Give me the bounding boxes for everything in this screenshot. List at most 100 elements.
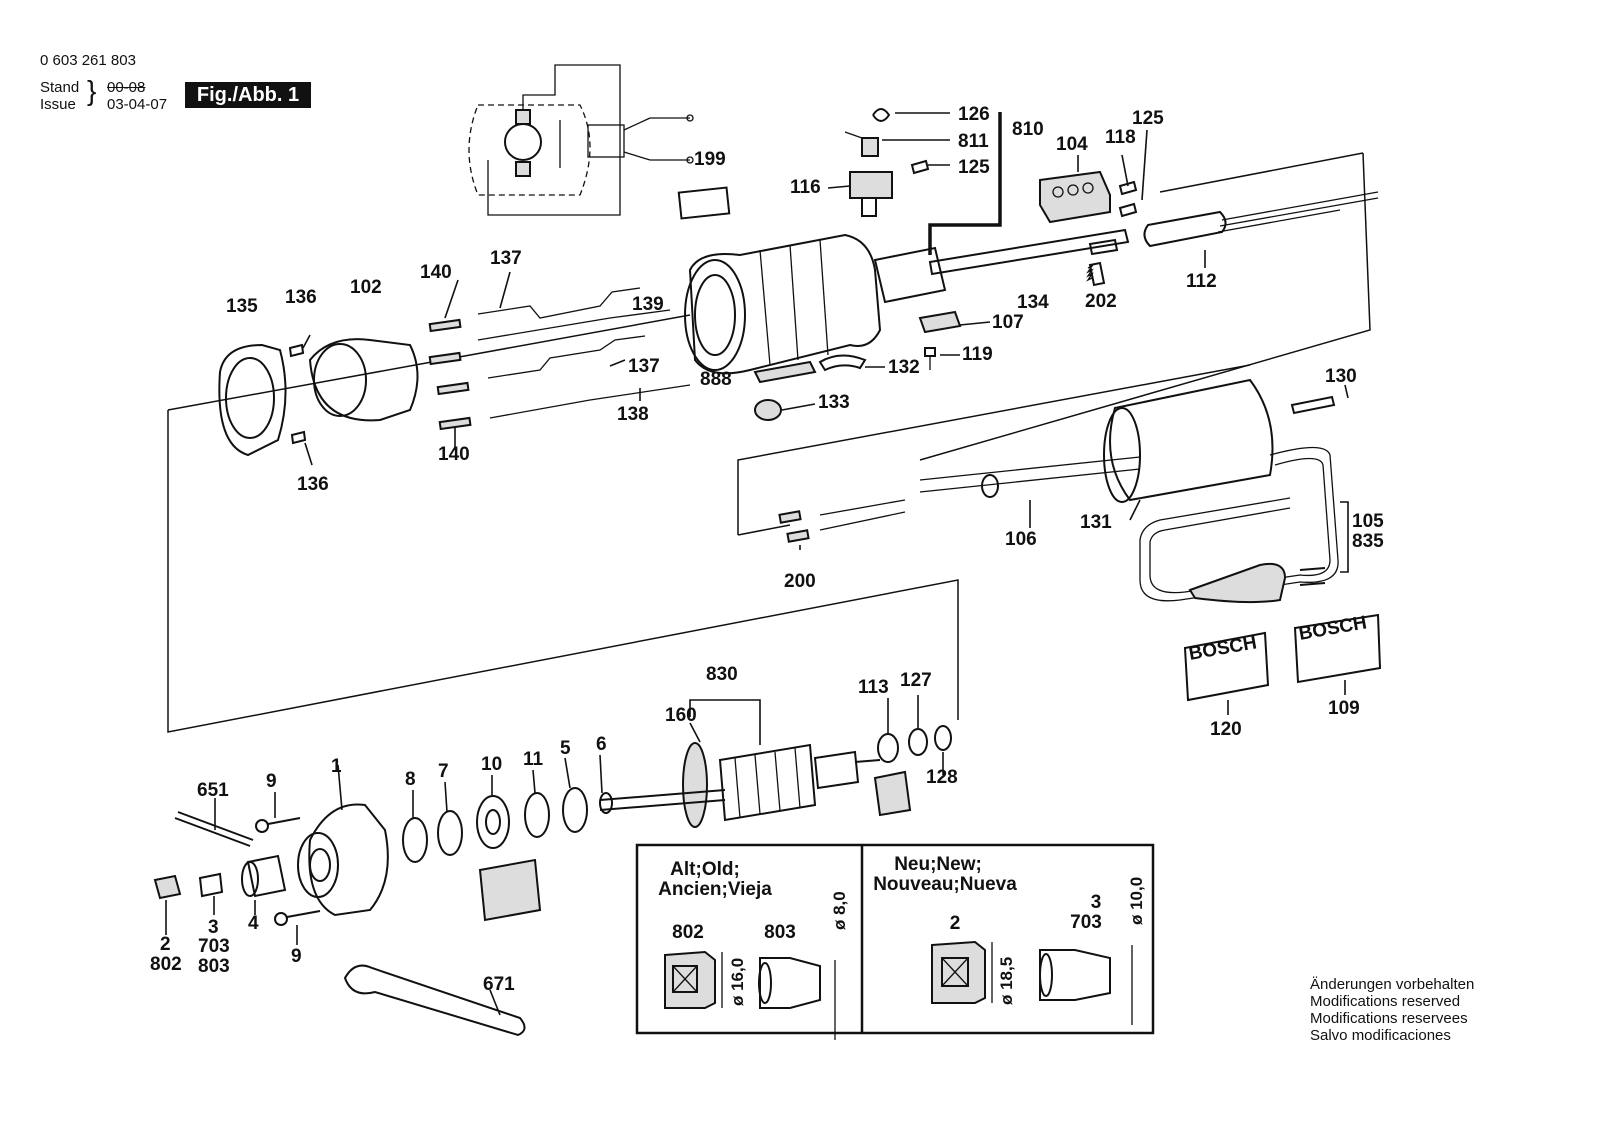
- callout-651: 651: [197, 780, 229, 801]
- callout-7: 7: [438, 761, 449, 782]
- callout-4: 4: [248, 913, 259, 934]
- callout-126: 126: [958, 104, 990, 125]
- callout-11: 11: [523, 749, 544, 770]
- callout-671: 671: [483, 974, 515, 995]
- callout-703: 703: [198, 936, 230, 957]
- armature-830: [599, 695, 952, 828]
- callout-105: 105: [1352, 511, 1384, 532]
- callout-199: 199: [694, 149, 726, 170]
- callout-160: 160: [665, 705, 697, 726]
- part-number: 0 603 261 803: [40, 52, 136, 69]
- old-dim-b: ø 8,0: [830, 891, 849, 930]
- callout-136a: 136: [285, 287, 317, 308]
- callout-136b: 136: [297, 474, 329, 495]
- field-and-brush-parts: [218, 271, 691, 466]
- callout-9a: 9: [266, 771, 277, 792]
- callout-107: 107: [992, 312, 1024, 333]
- callout-137a: 137: [490, 248, 522, 269]
- cover-112: [1143, 191, 1379, 268]
- new-part-b-2: 703: [1070, 912, 1102, 933]
- callout-137b: 137: [628, 356, 660, 377]
- note-line-4: Salvo modificaciones: [1310, 1027, 1451, 1044]
- callout-128: 128: [926, 767, 958, 788]
- callout-200: 200: [784, 571, 816, 592]
- callout-102: 102: [350, 277, 382, 298]
- terminal-block-104: [1039, 129, 1148, 224]
- callout-125b: 125: [1132, 108, 1164, 129]
- callout-803: 803: [198, 956, 230, 977]
- callout-118: 118: [1105, 127, 1136, 148]
- fasteners-and-tools: [153, 792, 526, 1037]
- power-cord-105: [1139, 446, 1349, 604]
- callout-8: 8: [405, 769, 416, 790]
- callout-9b: 9: [291, 946, 302, 967]
- new-part-a: 2: [950, 913, 961, 934]
- old-date: 00-08: [107, 79, 146, 96]
- wiring-schematic: [468, 64, 694, 216]
- callout-2: 2: [160, 934, 171, 955]
- brand-label-left: BOSCH: [1187, 632, 1258, 665]
- callout-104: 104: [1056, 134, 1088, 155]
- callout-138: 138: [617, 404, 649, 425]
- small-parts-under-housing: [753, 310, 991, 421]
- new-dim-b: ø 10,0: [1127, 877, 1146, 925]
- callout-140a: 140: [420, 262, 452, 283]
- callout-1: 1: [331, 756, 342, 777]
- callout-134: 134: [1017, 292, 1049, 313]
- brace-icon: }: [87, 75, 97, 106]
- new-title-1: Neu;New;: [894, 854, 982, 875]
- callout-106: 106: [1005, 529, 1037, 550]
- collet-comparison-inset: Alt;Old; Ancien;Vieja Neu;New; Nouveau;N…: [635, 843, 1155, 1040]
- callout-112: 112: [1186, 271, 1217, 292]
- callout-125a: 125: [958, 157, 990, 178]
- callout-119: 119: [962, 344, 993, 365]
- callout-810: 810: [1012, 119, 1044, 140]
- issue-date: 03-04-07: [107, 96, 168, 113]
- note-line-2: Modifications reserved: [1310, 993, 1461, 1010]
- callout-830: 830: [706, 664, 738, 685]
- new-dim-a: ø 18,5: [997, 957, 1016, 1005]
- old-title-1: Alt;Old;: [670, 859, 740, 880]
- callout-835: 835: [1352, 531, 1384, 552]
- callout-5: 5: [560, 738, 571, 759]
- callout-130: 130: [1325, 366, 1357, 387]
- figure-badge: Fig./Abb. 1: [185, 82, 311, 108]
- new-part-b-1: 3: [1091, 892, 1102, 913]
- stand-label: Stand: [40, 79, 80, 96]
- callout-811: 811: [958, 131, 989, 152]
- old-title-2: Ancien;Vieja: [658, 879, 772, 900]
- callout-116: 116: [790, 177, 821, 198]
- callout-3: 3: [208, 917, 219, 938]
- callout-802: 802: [150, 954, 182, 975]
- new-title-2: Nouveau;Nueva: [873, 874, 1017, 895]
- old-part-b: 803: [764, 922, 796, 943]
- callout-888: 888: [700, 369, 732, 390]
- callout-140b: 140: [438, 444, 470, 465]
- issue-label: Issue: [40, 96, 76, 113]
- old-part-a: 802: [672, 922, 704, 943]
- callout-10: 10: [481, 754, 502, 775]
- callout-202: 202: [1085, 291, 1117, 312]
- brand-label-right: BOSCH: [1297, 612, 1368, 645]
- callout-120: 120: [1210, 719, 1242, 740]
- callout-139: 139: [632, 294, 664, 315]
- switch-assembly: [827, 108, 1002, 255]
- callout-133: 133: [818, 392, 850, 413]
- label-plate-199: [677, 186, 731, 220]
- motor-housing: [684, 228, 1130, 375]
- fan-tube-cable-parts: [778, 378, 1349, 550]
- note-line-1: Änderungen vorbehalten: [1310, 976, 1475, 993]
- front-end-parts: [241, 754, 613, 922]
- callout-113: 113: [858, 677, 889, 698]
- old-dim-a: ø 16,0: [728, 958, 747, 1006]
- callout-131: 131: [1080, 512, 1112, 533]
- callout-6: 6: [596, 734, 607, 755]
- part-callouts: 126 811 810 125 116 199 104 118 125 137 …: [150, 104, 1384, 995]
- callout-127: 127: [900, 670, 932, 691]
- spring-202: [1086, 264, 1094, 282]
- assembly-frame-lines: [167, 152, 1371, 733]
- callout-135: 135: [226, 296, 258, 317]
- callout-109: 109: [1328, 698, 1360, 719]
